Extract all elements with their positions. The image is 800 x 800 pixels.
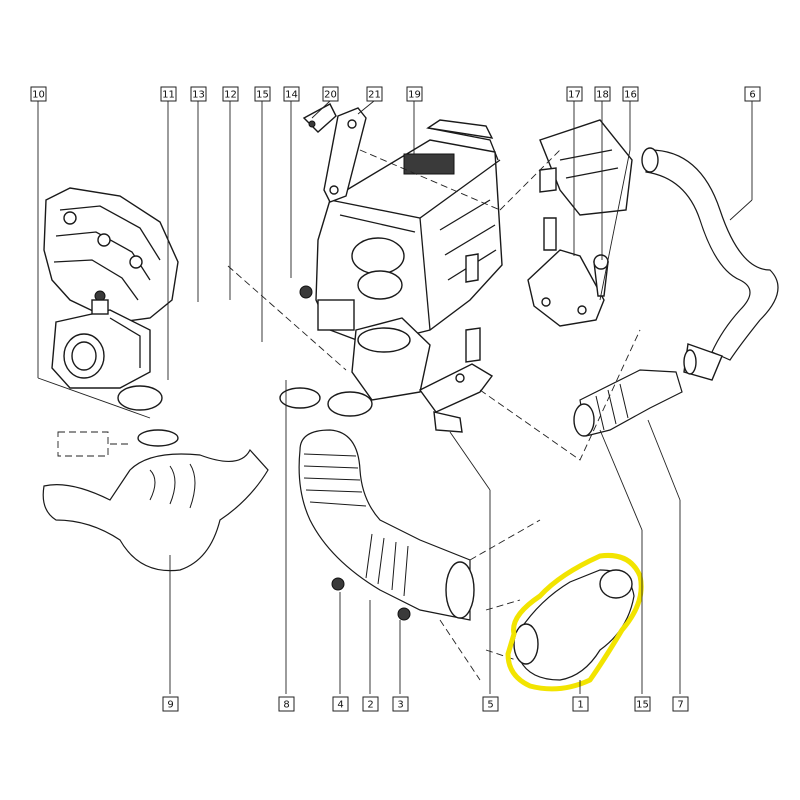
callout-10: 10 <box>30 86 47 102</box>
callout-16-text: 16 <box>624 90 637 101</box>
callout-14: 14 <box>283 86 300 102</box>
callout-8-text: 8 <box>283 700 289 711</box>
leader-lines <box>37 100 753 694</box>
engine-block-drawing <box>43 187 179 389</box>
support-bracket-drawing <box>299 119 633 433</box>
callout-2-text: 2 <box>367 700 373 711</box>
callout-3: 3 <box>392 696 409 712</box>
hose-8-drawing <box>279 387 475 621</box>
hose-9-drawing <box>42 385 269 572</box>
callout-21: 21 <box>366 86 383 102</box>
callout-6: 6 <box>744 86 761 102</box>
callout-20: 20 <box>322 86 339 102</box>
callout-11-text: 11 <box>162 90 175 101</box>
callout-12: 12 <box>222 86 239 102</box>
callout-8: 8 <box>278 696 295 712</box>
callout-15-top-text: 15 <box>256 90 269 101</box>
callout-13-text: 13 <box>192 90 205 101</box>
callout-19-text: 19 <box>408 90 421 101</box>
callout-12-text: 12 <box>224 90 237 101</box>
callout-3-text: 3 <box>397 700 403 711</box>
callout-19: 19 <box>406 86 423 102</box>
callout-14-text: 14 <box>285 90 298 101</box>
callout-18: 18 <box>594 86 611 102</box>
callout-15-bottom-text: 15 <box>636 700 649 711</box>
callout-15-bottom: 15 <box>634 696 651 712</box>
callout-1-text: 1 <box>577 700 583 711</box>
callout-13: 13 <box>190 86 207 102</box>
callout-20-text: 20 <box>324 90 337 101</box>
callout-21-text: 21 <box>368 90 381 101</box>
part-1-hose-drawing <box>485 569 635 681</box>
bracket-20-21-drawing <box>302 103 455 203</box>
callout-9-text: 9 <box>167 700 173 711</box>
hose-6-drawing <box>641 147 779 381</box>
callout-10-text: 10 <box>32 90 45 101</box>
callout-6-text: 6 <box>749 90 755 101</box>
hose-7-drawing <box>573 369 683 437</box>
callout-labels: 10 11 13 12 15 14 20 21 19 17 18 16 6 9 … <box>30 86 761 712</box>
callout-4-text: 4 <box>337 700 343 711</box>
callout-5-text: 5 <box>487 700 493 711</box>
callout-18-text: 18 <box>596 90 609 101</box>
callout-11: 11 <box>160 86 177 102</box>
callout-17-text: 17 <box>568 90 581 101</box>
callout-15-top: 15 <box>254 86 271 102</box>
callout-9: 9 <box>162 696 179 712</box>
part-1-highlight <box>505 552 644 692</box>
callout-5: 5 <box>482 696 499 712</box>
callout-7: 7 <box>672 696 689 712</box>
callout-1: 1 <box>572 696 589 712</box>
callout-2: 2 <box>362 696 379 712</box>
callout-7-text: 7 <box>677 700 683 711</box>
callout-4: 4 <box>332 696 349 712</box>
callout-16: 16 <box>622 86 639 102</box>
callout-17: 17 <box>566 86 583 102</box>
dashed-reference-lines <box>57 149 641 681</box>
